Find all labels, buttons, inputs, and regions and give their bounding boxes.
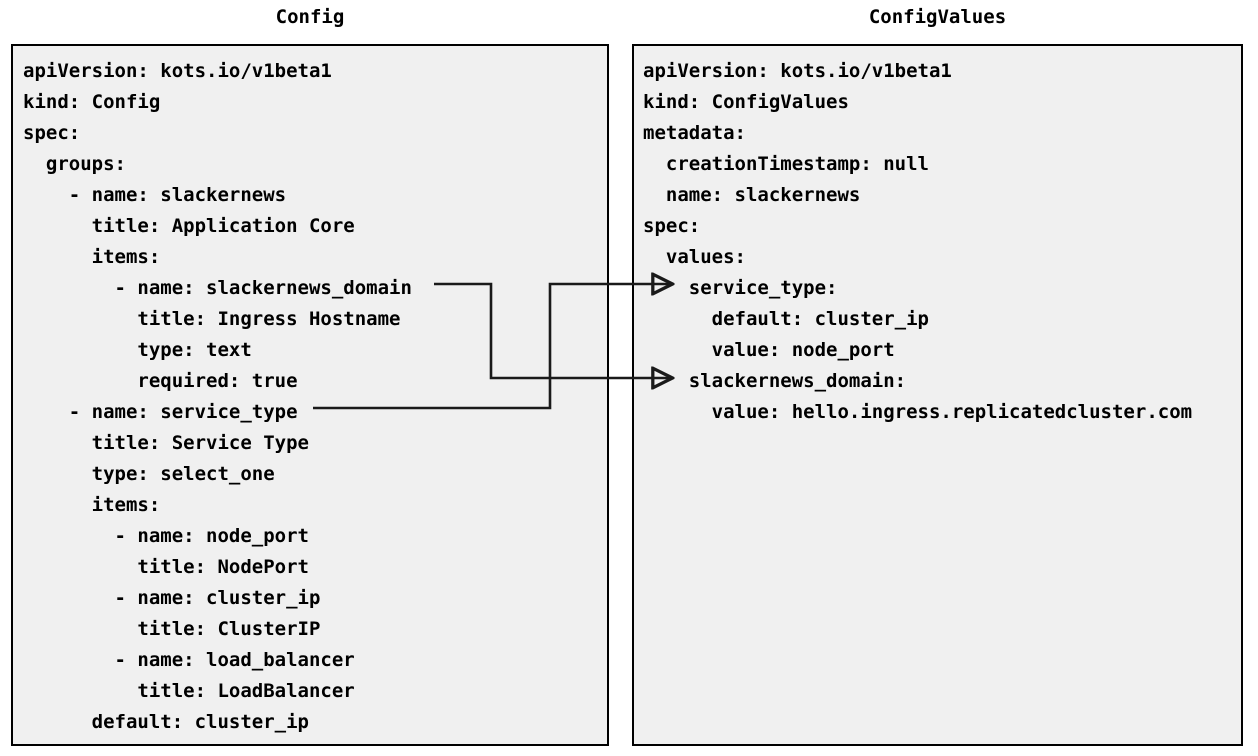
code-line: title: NodePort [23, 556, 309, 578]
config-yaml-panel: apiVersion: kots.io/v1beta1 kind: Config s… [11, 44, 609, 746]
code-line: items: [23, 246, 161, 268]
code-line: - name: cluster_ip [23, 587, 321, 609]
code-line: - name: service_type [23, 401, 298, 423]
config-yaml-code: apiVersion: kots.io/v1beta1 kind: Config s… [13, 46, 412, 738]
code-line: title: LoadBalancer [23, 680, 355, 702]
code-line: spec: [23, 122, 81, 144]
code-line: - name: load_balancer [23, 649, 355, 671]
config-panel-title: Config [275, 6, 345, 28]
configvalues-yaml-panel: apiVersion: kots.io/v1beta1 kind: ConfigV… [632, 44, 1243, 746]
code-line: title: ClusterIP [23, 618, 321, 640]
code-line: required: true [23, 370, 298, 392]
code-line: creationTimestamp: null [643, 153, 929, 175]
code-line: items: [23, 494, 161, 516]
code-line: default: cluster_ip [643, 308, 929, 330]
configvalues-yaml-code: apiVersion: kots.io/v1beta1 kind: ConfigV… [634, 46, 1192, 428]
code-line: apiVersion: kots.io/v1beta1 [643, 60, 952, 82]
code-line: title: Service Type [23, 432, 309, 454]
code-line: title: Ingress Hostname [23, 308, 401, 330]
configvalues-panel-title: ConfigValues [868, 6, 1007, 28]
code-line: slackernews_domain: [643, 370, 907, 392]
code-line: spec: [643, 215, 701, 237]
code-line: default: cluster_ip [23, 711, 309, 733]
code-line: - name: node_port [23, 525, 309, 547]
code-line: type: select_one [23, 463, 275, 485]
code-line: groups: [23, 153, 126, 175]
code-line: kind: Config [23, 91, 161, 113]
code-line: value: hello.ingress.replicatedcluster.c… [643, 401, 1193, 423]
code-line: title: Application Core [23, 215, 355, 237]
code-line: apiVersion: kots.io/v1beta1 [23, 60, 332, 82]
code-line: metadata: [643, 122, 746, 144]
code-line: type: text [23, 339, 252, 361]
code-line: kind: ConfigValues [643, 91, 849, 113]
code-line: - name: slackernews [23, 184, 287, 206]
code-line: service_type: [643, 277, 838, 299]
code-line: value: node_port [643, 339, 895, 361]
code-line: - name: slackernews_domain [23, 277, 412, 299]
code-line: name: slackernews [643, 184, 861, 206]
code-line: values: [643, 246, 746, 268]
